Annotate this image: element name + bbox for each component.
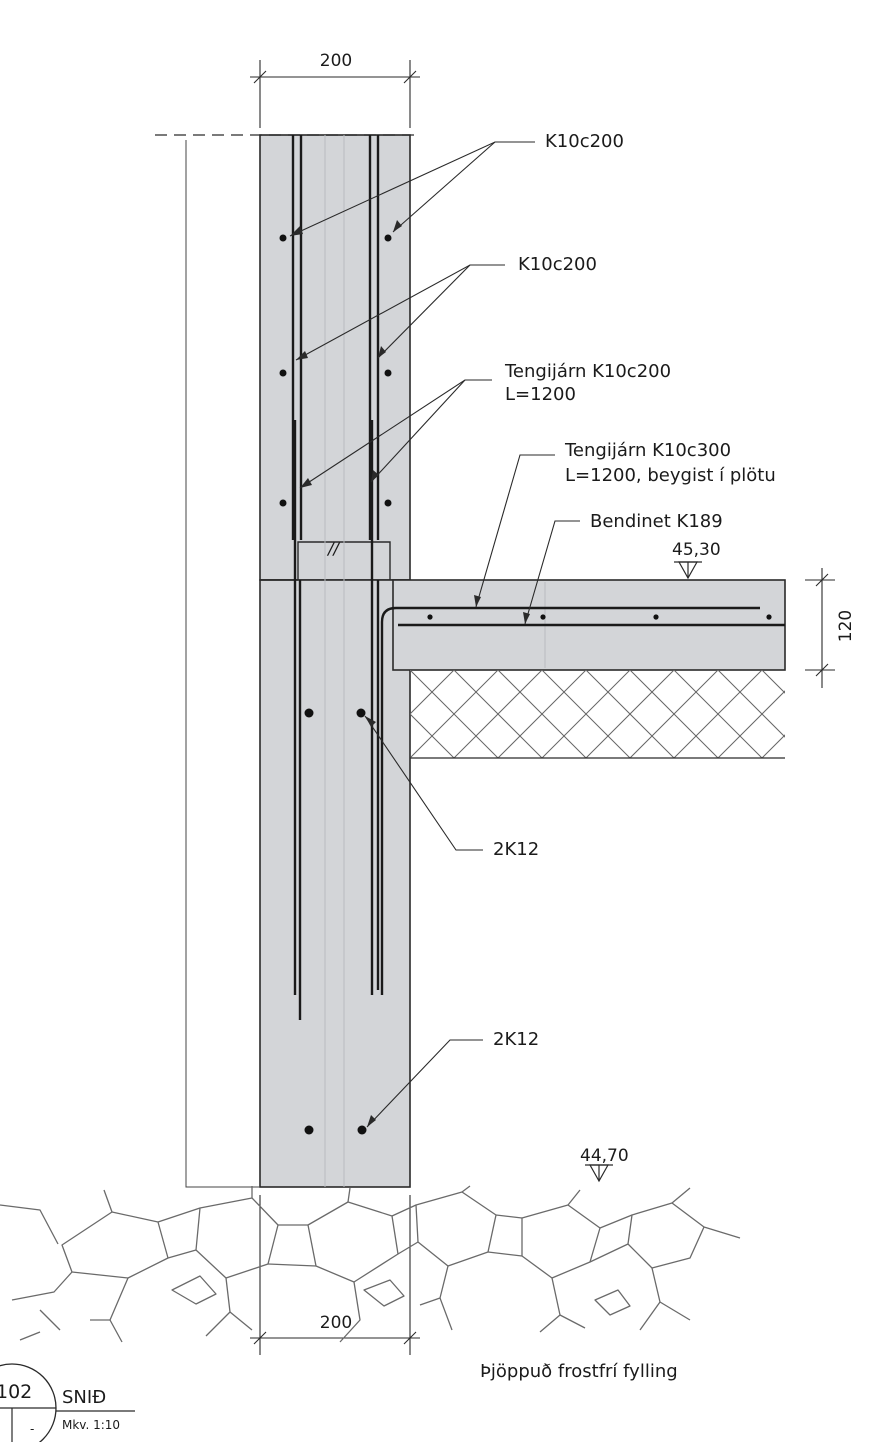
dimension-bottom — [250, 1195, 420, 1355]
label-mesh: Bendinet K189 — [590, 511, 723, 532]
title-scale: Mkv. 1:10 — [62, 1418, 120, 1432]
arrow-heads — [290, 220, 530, 1127]
label-fill: Þjöppuð frostfrí fylling — [480, 1361, 678, 1382]
label-k10c200-2: K10c200 — [518, 254, 597, 275]
dot-b2 — [357, 1125, 367, 1135]
dimension-top-label: 200 — [320, 51, 352, 71]
leader-k10c200-2b — [377, 264, 471, 359]
dimension-slab-label: 120 — [836, 610, 856, 642]
leader-mesh — [524, 520, 580, 625]
leader-connect-2 — [475, 454, 555, 608]
label-2k12-mid: 2K12 — [493, 839, 539, 860]
label-connect-1-line2: L=1200 — [505, 384, 576, 405]
rebar-dots — [279, 234, 772, 1135]
level-ground-label: 44,70 — [580, 1146, 629, 1166]
dot-s4 — [766, 614, 772, 620]
leader-connect-1b — [370, 379, 466, 483]
dimension-slab — [805, 568, 835, 688]
title-number: 102 — [0, 1381, 32, 1403]
title-text: SNIÐ — [62, 1387, 106, 1408]
dot-u3 — [279, 369, 287, 377]
dot-u2 — [384, 234, 392, 242]
title-circle — [0, 1363, 57, 1442]
dot-m1 — [304, 708, 314, 718]
level-mark-slab — [674, 561, 702, 580]
dot-s2 — [540, 614, 546, 620]
leader-2k12-mid — [364, 715, 483, 851]
dot-s1 — [427, 614, 433, 620]
dimension-top — [250, 60, 420, 128]
dot-u1 — [279, 234, 287, 242]
leader-2k12-bottom — [366, 1039, 483, 1128]
joint-mark: // — [326, 539, 340, 558]
label-connect-1-line1: Tengijárn K10c200 — [504, 361, 671, 382]
dot-s3 — [653, 614, 659, 620]
dot-u6 — [384, 499, 392, 507]
leader-k10c200-1b — [392, 141, 496, 233]
leaders — [289, 141, 580, 1128]
rebars — [291, 135, 785, 1020]
foundation-wall — [259, 579, 411, 1188]
level-slab-label: 45,30 — [672, 540, 721, 560]
level-mark-ground — [585, 1164, 613, 1183]
label-2k12-bottom: 2K12 — [493, 1029, 539, 1050]
title-sub: - — [30, 1422, 34, 1436]
dot-u5 — [279, 499, 287, 507]
gravel-fill — [0, 1185, 741, 1343]
rebar-bent-connector — [380, 606, 760, 995]
insulation — [410, 670, 785, 759]
dimension-bottom-label: 200 — [320, 1313, 352, 1333]
reference-outline — [185, 140, 260, 1188]
label-connect-2-line2: L=1200, beygist í plötu — [565, 465, 776, 486]
upper-wall — [259, 134, 411, 581]
title-block — [0, 1363, 135, 1442]
dot-u4 — [384, 369, 392, 377]
dot-m2 — [356, 708, 366, 718]
label-connect-2-line1: Tengijárn K10c300 — [564, 440, 731, 461]
dot-b1 — [304, 1125, 314, 1135]
label-k10c200-1: K10c200 — [545, 131, 624, 152]
